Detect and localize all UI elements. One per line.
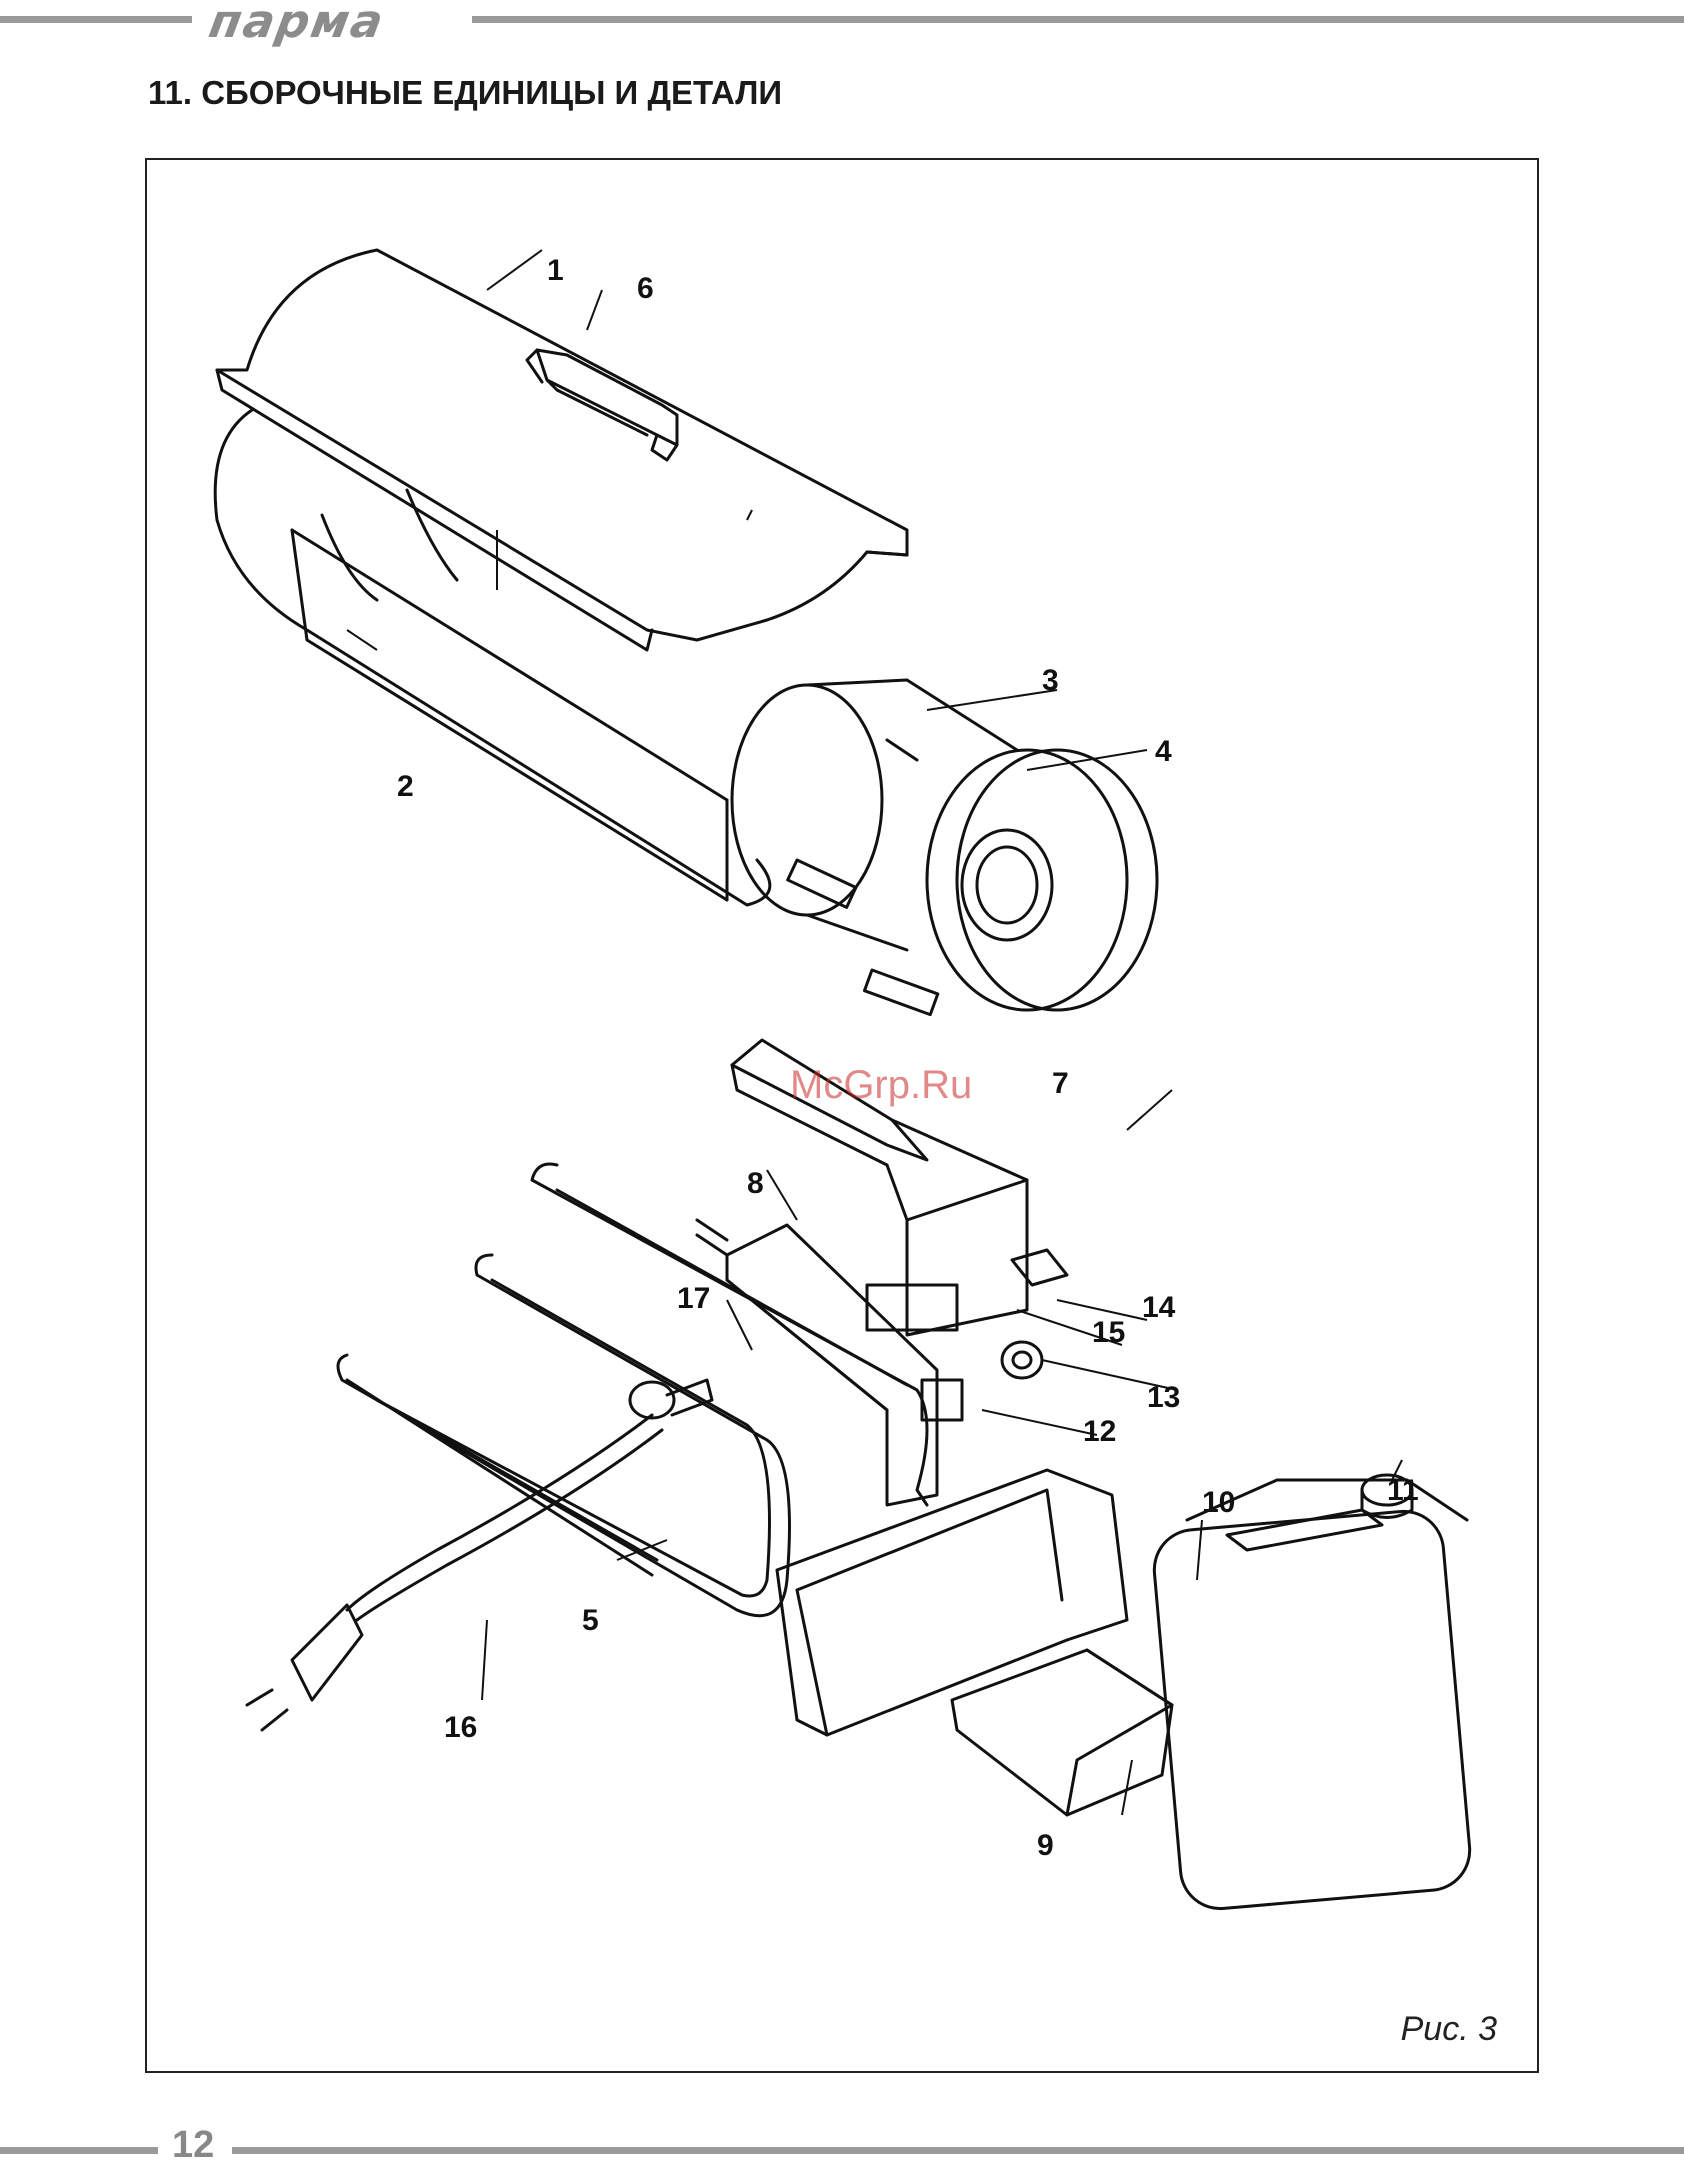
callout-9: 9 [1037,1829,1054,1862]
footer-rule-right [232,2147,1684,2154]
figure-caption: Рис. 3 [1401,2010,1497,2049]
watermark: McGrp.Ru [790,1063,972,1108]
callout-12: 12 [1083,1415,1116,1448]
callout-17: 17 [677,1282,710,1315]
lower-tray [952,1650,1172,1815]
callout-15: 15 [1092,1316,1125,1349]
middle-cylinder [732,680,1017,950]
callout-11: 11 [1387,1474,1419,1507]
section-title: 11. СБОРОЧНЫЕ ЕДИНИЦЫ И ДЕТАЛИ [148,74,782,112]
callout-8: 8 [747,1167,764,1200]
page-number: 12 [172,2124,214,2167]
callout-1: 1 [547,254,564,287]
callout-14: 14 [1142,1291,1176,1324]
inclined-plate [697,1220,937,1505]
callout-10: 10 [1202,1486,1235,1519]
page-footer: 12 [0,2130,1684,2165]
callout-5: 5 [582,1604,599,1637]
footer-rule-left [0,2147,158,2154]
callout-2: 2 [397,770,414,803]
header-rule-right [472,16,1684,23]
callout-16: 16 [444,1711,477,1744]
header-rule-left [0,16,192,23]
brand-logo: парма [205,0,389,48]
exploded-assembly-drawing: 1 2 3 4 5 6 7 8 9 10 11 12 13 14 15 16 1… [147,160,1537,2071]
callout-13: 13 [1147,1381,1180,1414]
figure-frame: 1 2 3 4 5 6 7 8 9 10 11 12 13 14 15 16 1… [145,158,1539,2073]
carry-handle [527,350,677,460]
base-tray [777,1470,1127,1735]
callout-6: 6 [637,272,654,305]
lower-body [215,410,770,905]
small-components [867,1250,1067,1420]
callout-numbers: 1 2 3 4 5 6 7 8 9 10 11 12 13 14 15 16 1… [397,254,1419,1862]
power-cord [247,1415,662,1730]
top-cover [217,250,907,650]
callout-7: 7 [1052,1067,1069,1100]
callout-3: 3 [1042,664,1059,697]
page-header: парма [0,0,1684,40]
leader-lines [347,250,1402,1815]
front-housing [864,740,1157,1015]
callout-4: 4 [1155,735,1172,768]
